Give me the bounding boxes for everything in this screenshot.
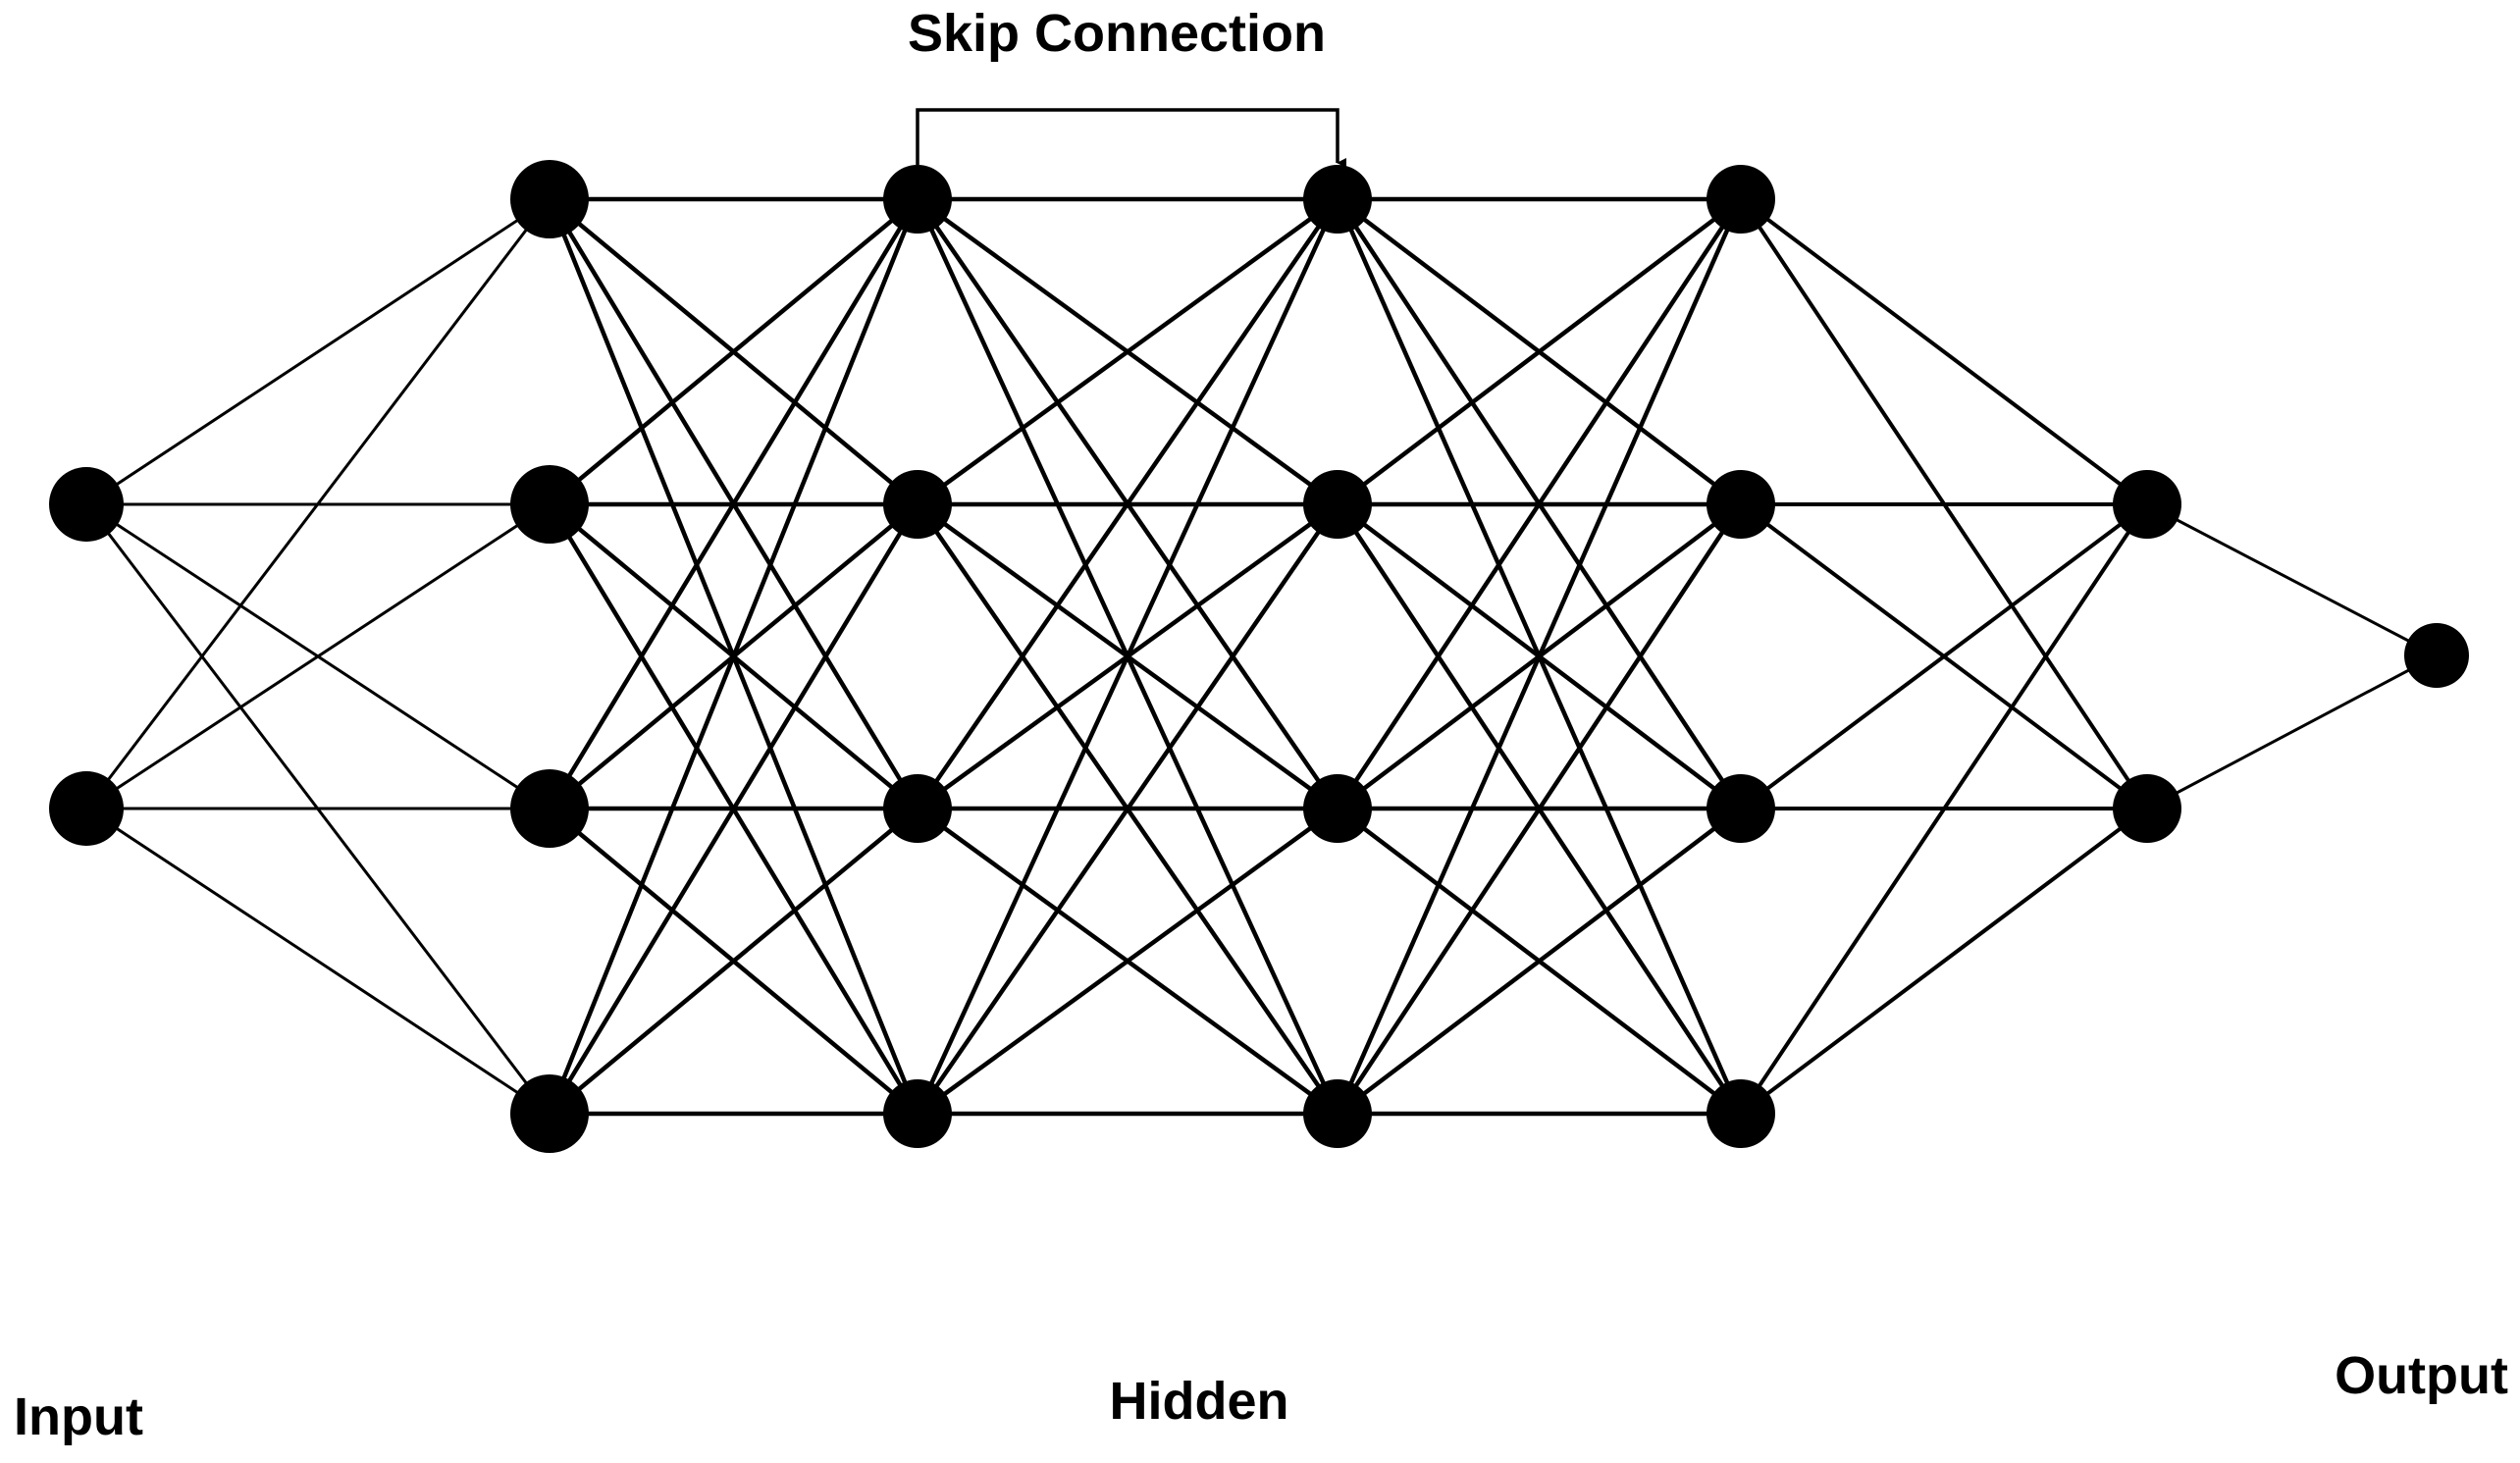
- neuron-layer3-2: [1303, 774, 1372, 843]
- edge-l4n3-l5n0: [1739, 502, 2149, 1116]
- edge-l2n3-l3n2: [916, 807, 1339, 1116]
- neuron-layer3-1: [1303, 470, 1372, 539]
- edge-l2n3-l3n0: [915, 198, 1340, 1115]
- neuron-layer2-3: [883, 1079, 952, 1148]
- neuron-layer1-0: [510, 160, 589, 238]
- connections: [84, 196, 2438, 1117]
- neuron-layer1-3: [510, 1074, 589, 1153]
- hidden-label: Hidden: [1110, 1372, 1289, 1431]
- edge-l0n1-l1n0: [84, 198, 551, 810]
- edge-l5n0-l6n0: [2146, 502, 2438, 657]
- edge-l1n1-l2n0: [548, 197, 919, 506]
- edge-l1n3-l2n0: [547, 198, 920, 1115]
- edge-l3n1-l4n0: [1336, 197, 1743, 506]
- neuron-layer4-3: [1706, 1079, 1775, 1148]
- neuron-layer5-0: [2113, 470, 2181, 539]
- edge-l1n3-l2n1: [548, 502, 919, 1116]
- neuron-layer6-0: [2404, 623, 2469, 688]
- edge-l1n3-l2n2: [548, 807, 919, 1116]
- neuron-layer2-2: [883, 774, 952, 843]
- neuron-layer4-0: [1706, 165, 1775, 234]
- edge-l3n3-l4n2: [1336, 807, 1743, 1116]
- edge-l1n2-l2n0: [548, 197, 919, 810]
- neuron-layer0-0: [49, 467, 124, 542]
- edge-l4n2-l5n0: [1739, 502, 2149, 810]
- edge-l5n1-l6n0: [2146, 653, 2438, 810]
- edge-l2n1-l3n0: [916, 197, 1339, 506]
- edge-l2n2-l3n0: [916, 197, 1339, 810]
- neuron-layer4-2: [1706, 774, 1775, 843]
- neuron-layer0-1: [49, 771, 124, 846]
- edge-l0n0-l1n0: [85, 197, 551, 506]
- edge-l3n3-l4n0: [1335, 198, 1744, 1115]
- neuron-layer3-3: [1303, 1079, 1372, 1148]
- edge-l2n3-l3n1: [916, 502, 1339, 1116]
- edge-l0n1-l1n3: [85, 807, 551, 1116]
- skip-connection-arrow: [916, 108, 1346, 168]
- neuron-layer5-1: [2113, 774, 2181, 843]
- neuron-layer1-1: [510, 465, 589, 544]
- skip-connection-label: Skip Connection: [908, 4, 1326, 63]
- edge-l3n2-l4n0: [1336, 197, 1743, 810]
- neuron-layer2-1: [883, 470, 952, 539]
- edge-l0n1-l1n1: [85, 502, 551, 810]
- edge-l4n3-l5n1: [1739, 807, 2149, 1116]
- output-label: Output: [2335, 1346, 2508, 1405]
- neuron-layer3-0: [1303, 165, 1372, 234]
- skip-connection: [916, 108, 1346, 168]
- labels: Skip Connection Input Hidden Output: [14, 4, 2508, 1446]
- edge-l3n3-l4n1: [1336, 502, 1743, 1116]
- edge-l4n0-l5n0: [1739, 197, 2149, 506]
- neuron-layer2-0: [883, 165, 952, 234]
- neurons: [49, 160, 2469, 1153]
- neuron-layer1-2: [510, 769, 589, 848]
- input-label: Input: [14, 1387, 143, 1446]
- neuron-layer4-1: [1706, 470, 1775, 539]
